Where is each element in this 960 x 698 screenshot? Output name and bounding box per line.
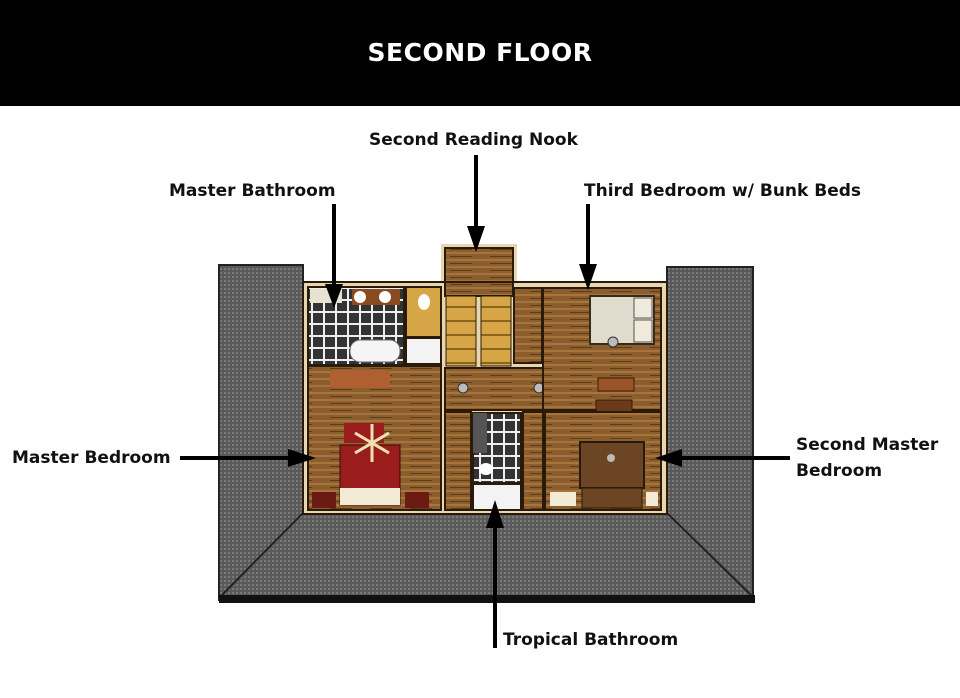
roof <box>218 264 755 603</box>
label-master-bathroom: Master Bathroom <box>169 181 336 201</box>
label-second-reading-nook: Second Reading Nook <box>369 130 578 150</box>
master-bedroom-room <box>307 365 442 511</box>
third-bedroom-room <box>513 287 662 414</box>
page-title: SECOND FLOOR <box>367 38 593 67</box>
stairs <box>445 295 512 367</box>
label-tropical-bathroom: Tropical Bathroom <box>503 630 679 650</box>
second-master-bedroom-room <box>522 411 662 511</box>
label-second-master-bedroom-line2: Bedroom <box>796 461 883 481</box>
title-banner: SECOND FLOOR <box>0 0 960 106</box>
tropical-bathroom-room <box>444 411 522 511</box>
label-third-bedroom: Third Bedroom w/ Bunk Beds <box>584 181 862 201</box>
label-master-bedroom: Master Bedroom <box>12 448 171 468</box>
house-floor <box>302 244 668 515</box>
label-second-master-bedroom-line1: Second Master <box>796 435 939 455</box>
label-arrows <box>180 155 790 648</box>
master-bathroom-room <box>307 286 442 366</box>
